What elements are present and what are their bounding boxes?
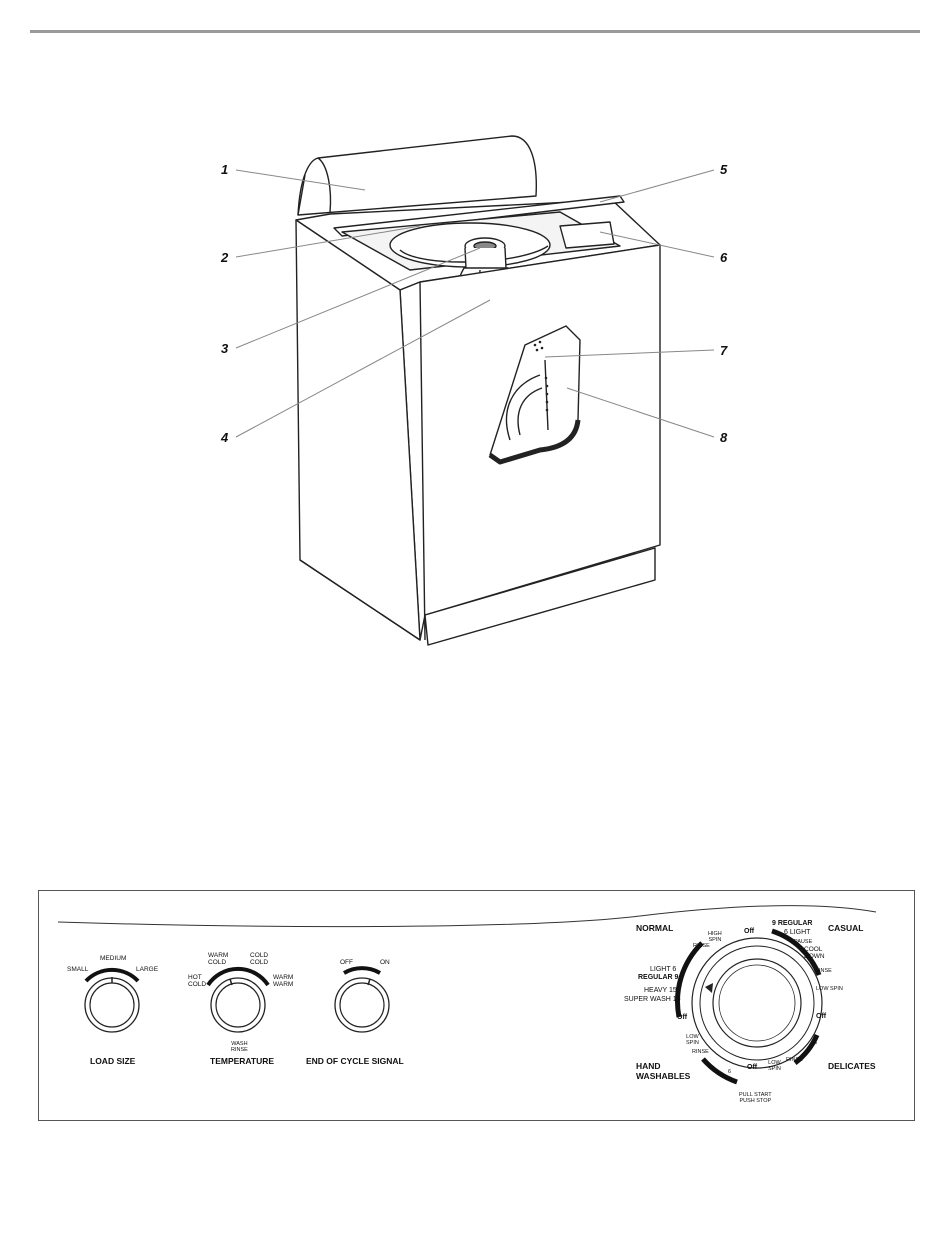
control-panel — [38, 890, 915, 1121]
temp-warm-cold: WARM COLD — [208, 952, 229, 966]
eoc-off: OFF — [340, 959, 353, 966]
dial-rinse-bottom-left: RINSE — [692, 1049, 709, 1055]
dial-off-bottom: Off — [747, 1064, 758, 1071]
end-of-cycle-title: END OF CYCLE SIGNAL — [306, 1056, 404, 1066]
load-size-title: LOAD SIZE — [90, 1056, 136, 1066]
group-hand-washables: HAND WASHABLES — [636, 1061, 691, 1081]
dial-regular-9-right: 9 REGULAR — [772, 920, 813, 927]
group-normal: NORMAL — [636, 923, 674, 933]
dial-regular-9-left: REGULAR 9 — [638, 974, 679, 981]
dial-low-spin-right: LOW SPIN — [816, 986, 843, 992]
dial-six-right: 6 — [814, 1040, 818, 1046]
load-size-medium: MEDIUM — [100, 955, 127, 962]
load-size-small: SMALL — [67, 966, 89, 973]
dial-rinse-left: RINSE — [693, 943, 710, 949]
callout-7: 7 — [720, 343, 728, 358]
dial-low-spin-left: LOW SPIN — [686, 1034, 699, 1046]
load-size-large: LARGE — [136, 966, 159, 973]
dial-cool-down: COOL DOWN — [804, 946, 825, 960]
temp-warm-warm: WARM WARM — [273, 974, 294, 988]
dial-heavy-15: HEAVY 15 — [644, 987, 677, 994]
callout-6: 6 — [720, 250, 728, 265]
callout-2: 2 — [221, 250, 229, 265]
callout-1: 1 — [221, 162, 229, 177]
dial-off-left: Off — [677, 1014, 688, 1021]
dial-light-6: LIGHT 6 — [650, 966, 677, 973]
callout-8: 8 — [720, 430, 728, 445]
dial-six-bottom: 6 — [728, 1069, 732, 1075]
callout-3: 3 — [221, 341, 229, 356]
temp-wash-rinse: WASH RINSE — [231, 1041, 248, 1053]
group-delicates: DELICATES — [828, 1061, 876, 1071]
temp-cold-cold: COLD COLD — [250, 952, 269, 966]
lid — [297, 135, 537, 216]
dial-rinse-right: RINSE — [815, 968, 832, 974]
dial-low-spin-bottom-right: LOW SPIN — [768, 1060, 781, 1072]
group-casual: CASUAL — [828, 923, 864, 933]
temp-hot-cold: HOT COLD — [188, 974, 207, 988]
dial-rinse-bottom-right: RINSE — [786, 1057, 803, 1063]
dial-off-right: Off — [816, 1013, 827, 1020]
dial-off-top: Off — [744, 928, 755, 935]
top-rule — [30, 30, 920, 33]
washer-illustration — [235, 135, 715, 646]
dial-pause: PAUSE — [794, 939, 813, 945]
temperature-title: TEMPERATURE — [210, 1056, 275, 1066]
pull-start-label: PULL START PUSH STOP — [739, 1092, 772, 1104]
callout-5: 5 — [720, 162, 728, 177]
dial-light-6-right: 6 LIGHT — [784, 929, 811, 936]
dial-high-spin: HIGH SPIN — [708, 931, 722, 943]
eoc-on: ON — [380, 959, 390, 966]
dial-super-wash-18: SUPER WASH 18 — [624, 996, 681, 1003]
callout-4: 4 — [221, 430, 229, 445]
